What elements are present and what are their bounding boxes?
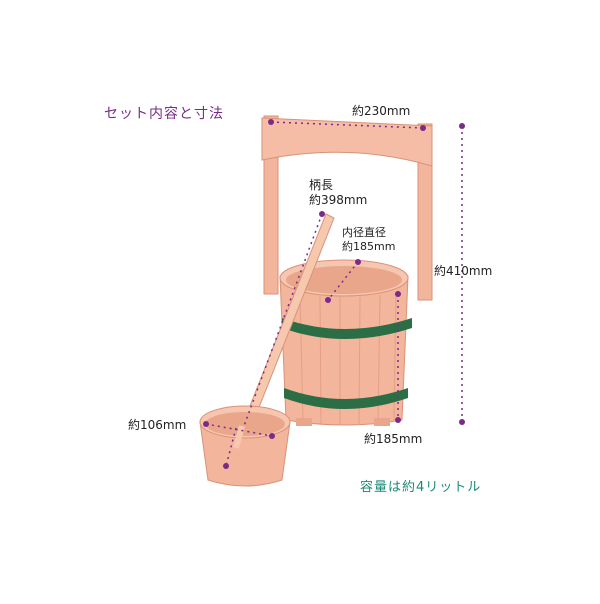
total-height-label: 約410mm (434, 264, 493, 278)
bucket-body (279, 259, 409, 426)
bucket-handle (261, 115, 433, 301)
inner-diameter-label: 約185mm (342, 240, 396, 253)
page-title: セット内容と寸法 (104, 106, 224, 122)
ladle-cup (199, 405, 291, 487)
bucket-depth-label: 約185mm (364, 432, 423, 446)
capacity-note: 容量は約4リットル (360, 480, 482, 495)
handle-length-caption: 柄長 (309, 178, 334, 192)
handle-length-label: 約398mm (309, 193, 368, 207)
inner-diameter-caption: 内径直径 (342, 226, 386, 239)
ladle-diameter-label: 約106mm (128, 418, 187, 432)
bucket-hoops (282, 318, 412, 409)
handle-width-label: 約230mm (352, 104, 411, 118)
measurement-guides (203, 119, 465, 469)
